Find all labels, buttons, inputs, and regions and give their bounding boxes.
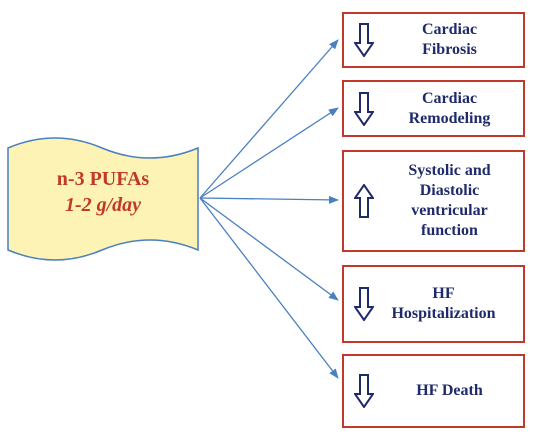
down-arrow-icon — [354, 23, 374, 57]
outcome-label-line: Hospitalization — [391, 305, 496, 322]
connector-arrow — [199, 197, 339, 379]
connector-arrow — [199, 39, 339, 199]
connector-lines — [199, 39, 339, 379]
outcome-box — [342, 265, 525, 343]
outcome-label-line: Cardiac — [421, 21, 478, 38]
outcome-label-line: Fibrosis — [422, 41, 477, 58]
outcome-box — [342, 12, 525, 68]
outcome-label-line: Diastolic — [419, 182, 480, 199]
outcome-label: HF Death — [380, 381, 519, 401]
down-arrow-icon — [354, 374, 374, 408]
up-arrow-icon — [354, 184, 374, 218]
down-arrow-icon — [354, 287, 374, 321]
down-arrow-icon — [354, 91, 374, 126]
outcome-label-line: function — [421, 222, 478, 239]
outcome-box — [342, 150, 525, 252]
connector-arrow — [199, 197, 339, 301]
source-title: n-3 PUFAs — [56, 168, 150, 190]
connector-arrow — [199, 107, 339, 199]
outcome-label-line: HF Death — [416, 382, 483, 399]
outcome-label-line: Systolic and — [408, 162, 491, 179]
outcome-label-line: Remodeling — [408, 109, 491, 127]
outcome-label-line: Cardiac — [421, 89, 478, 107]
connector-arrow — [199, 195, 339, 204]
outcome-box — [342, 354, 525, 428]
outcome-label-line: HF — [432, 285, 455, 302]
outcome-label-line: ventricular — [411, 202, 488, 219]
source-dose: 1-2 g/day — [64, 194, 142, 216]
source-flag-shape — [7, 137, 199, 261]
outcome-box — [342, 80, 525, 137]
outcome-label: HF Hospitalization — [368, 284, 519, 324]
